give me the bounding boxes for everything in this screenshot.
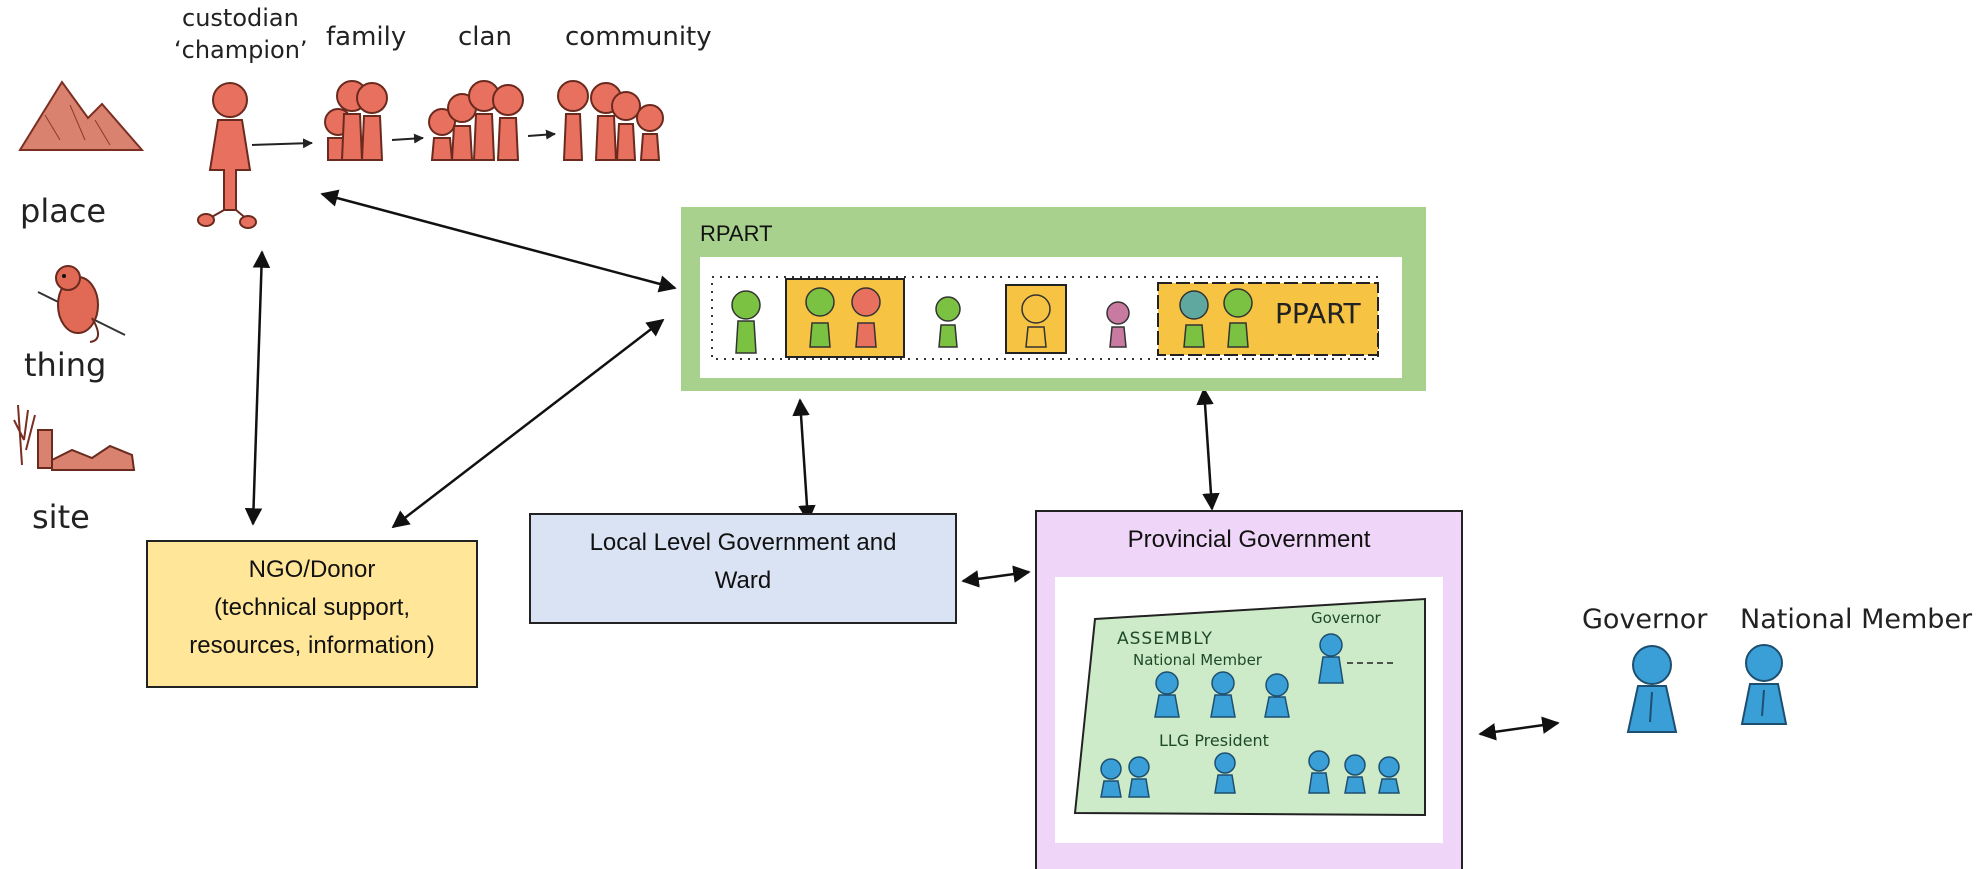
clan-label: clan	[458, 22, 512, 52]
ngo-donor-box: NGO/Donor (technical support, resources,…	[146, 540, 478, 688]
provincial-government-box: Provincial Government	[1035, 510, 1463, 869]
right-national-member-label: National Member	[1740, 604, 1973, 635]
right-governor-label: Governor	[1582, 604, 1708, 635]
arrow-custodian-rpart	[320, 189, 677, 293]
custodian-label: custodian	[182, 4, 299, 32]
rpart-inner-panel: PPART	[700, 257, 1402, 378]
llg-line-2: Ward	[714, 567, 772, 594]
assembly-illustration	[1073, 597, 1426, 817]
family-figures	[324, 80, 388, 161]
arrow-provincial-governor	[1478, 716, 1560, 741]
rpart-members-illustration	[711, 276, 1379, 360]
community-label: community	[565, 22, 712, 52]
site-icon	[13, 404, 136, 471]
arrow-family-clan	[391, 133, 424, 144]
assembly-llg-president-label: LLG President	[1159, 731, 1269, 750]
assembly-label: ASSEMBLY	[1117, 629, 1213, 649]
ngo-line-3: resources, information)	[189, 632, 435, 659]
governor-figure	[1626, 645, 1678, 733]
arrow-custodian-family	[251, 138, 313, 149]
ngo-line-2: (technical support,	[213, 594, 411, 621]
thing-label: thing	[24, 346, 107, 384]
arrow-rpart-provincial	[1196, 387, 1220, 511]
mountain-icon	[18, 80, 145, 151]
assembly-panel: ASSEMBLY National Member Governor LLG Pr…	[1055, 577, 1443, 843]
custodian-figure	[197, 82, 257, 229]
arrow-custodian-ngo	[244, 250, 271, 526]
provincial-title: Provincial Government	[1127, 526, 1371, 553]
family-label: family	[326, 22, 407, 52]
rpart-box: RPART PPART	[681, 207, 1426, 391]
arrow-rpart-llg	[792, 398, 816, 523]
place-label: place	[20, 192, 107, 230]
clan-figures	[428, 80, 524, 161]
arrow-llg-provincial	[961, 565, 1031, 588]
arrow-clan-community	[527, 129, 556, 140]
ppart-label: PPART	[1275, 297, 1361, 330]
llg-line-1: Local Level Government and	[589, 529, 897, 556]
champion-label: ‘champion’	[174, 36, 308, 64]
site-label: site	[32, 498, 90, 536]
community-figures	[557, 80, 664, 161]
ngo-line-1: NGO/Donor	[248, 556, 376, 583]
assembly-governor-label: Governor	[1311, 609, 1381, 627]
national-member-figure	[1740, 644, 1788, 725]
assembly-national-member-label: National Member	[1133, 651, 1262, 669]
arrow-ngo-rpart	[391, 318, 665, 529]
animal-icon	[37, 265, 126, 343]
rpart-title: RPART	[700, 221, 773, 246]
llg-ward-box: Local Level Government and Ward	[529, 513, 957, 624]
